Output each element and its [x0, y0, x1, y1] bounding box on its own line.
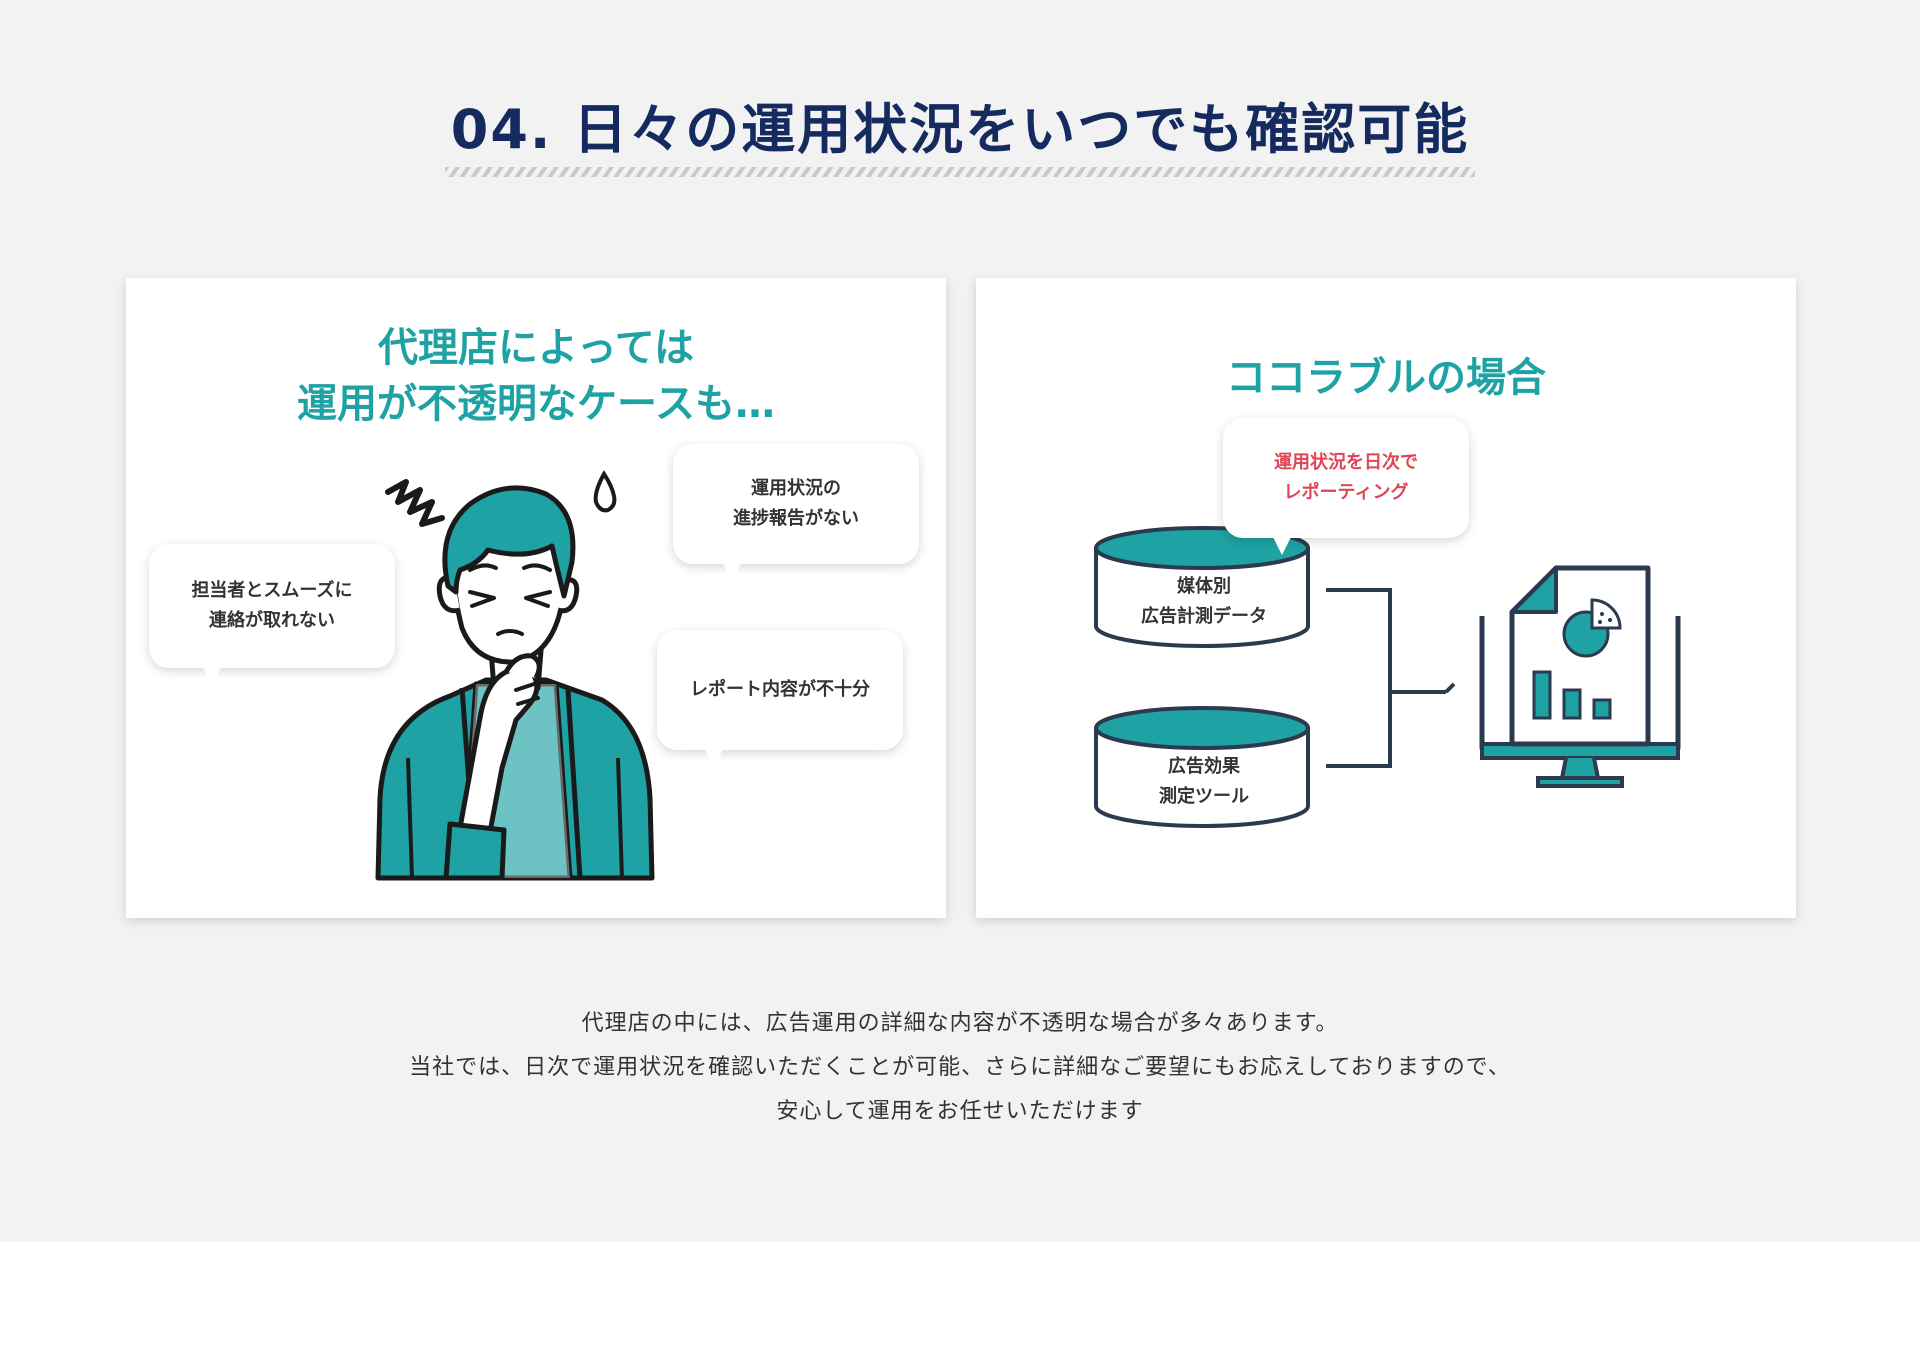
problem-title-line2: 運用が不透明なケースも…: [297, 381, 775, 427]
section-title: 04. 日々の運用状況をいつでも確認可能: [444, 95, 1476, 177]
bar-chart-icon: [1532, 670, 1612, 720]
problem-card-title: 代理店によっては 運用が不透明なケースも…: [126, 320, 946, 432]
sweat-drop-icon: [593, 470, 617, 513]
bubble-tail: [203, 667, 221, 685]
solution-card: ココラブルの場合: [976, 278, 1796, 918]
bubble-tail: [705, 749, 723, 767]
pie-chart-icon: [1562, 598, 1622, 658]
problem-card: 代理店によっては 運用が不透明なケースも…: [126, 278, 946, 918]
bubble-text-line: 連絡が取れない: [208, 610, 335, 631]
description-line: 安心して運用をお任せいただけます: [776, 1099, 1144, 1124]
section-heading: 04. 日々の運用状況をいつでも確認可能: [0, 95, 1920, 177]
problem-bubble-report: レポート内容が不十分: [657, 630, 903, 767]
worried-man-illustration: [375, 470, 655, 881]
stress-scribble-icon: [385, 479, 445, 527]
source-label-line: 広告効果: [1168, 756, 1240, 777]
problem-bubble-contact: 担当者とスムーズに 連絡が取れない: [149, 544, 395, 685]
bubble-text-line: レポート内容が不十分: [690, 679, 870, 700]
bubble-text-line: 運用状況を日次で: [1274, 452, 1418, 473]
reporting-diagram: [1094, 526, 1681, 828]
database-icon: [1094, 526, 1310, 648]
problem-title-line1: 代理店によっては: [378, 325, 694, 371]
bubble-text-line: 担当者とスムーズに: [191, 580, 353, 601]
database-icon: [1094, 706, 1310, 828]
source-label-line: 測定ツール: [1159, 786, 1249, 807]
solution-bubble-daily-report: 運用状況を日次で レポーティング: [1223, 418, 1469, 555]
monitor-report-icon: [1479, 565, 1681, 788]
description-line: 当社では、日次で運用状況を確認いただくことが可能、さらに詳細なご要望にもお応えし…: [409, 1055, 1511, 1080]
feature-section: 04. 日々の運用状況をいつでも確認可能 代理店によっては 運用が不透明なケース…: [0, 0, 1920, 1242]
source-label-measurement-tool: 広告効果 測定ツール: [1094, 752, 1314, 812]
bubble-tail: [723, 563, 741, 581]
bubble-text-line: レポーティング: [1283, 482, 1409, 503]
source-label-media-data: 媒体別 広告計測データ: [1094, 572, 1314, 632]
bubble-text-line: 進捗報告がない: [733, 508, 859, 529]
source-label-line: 広告計測データ: [1141, 606, 1267, 627]
bubble-text-line: 運用状況の: [751, 478, 841, 499]
bubble-tail: [1273, 537, 1291, 555]
problem-bubble-progress: 運用状況の 進捗報告がない: [673, 444, 919, 581]
solution-card-title: ココラブルの場合: [1226, 355, 1546, 401]
description-line: 代理店の中には、広告運用の詳細な内容が不透明な場合が多々あります。: [581, 1011, 1339, 1036]
source-label-line: 媒体別: [1177, 576, 1231, 597]
section-description: 代理店の中には、広告運用の詳細な内容が不透明な場合が多々あります。 当社では、日…: [0, 1002, 1920, 1134]
